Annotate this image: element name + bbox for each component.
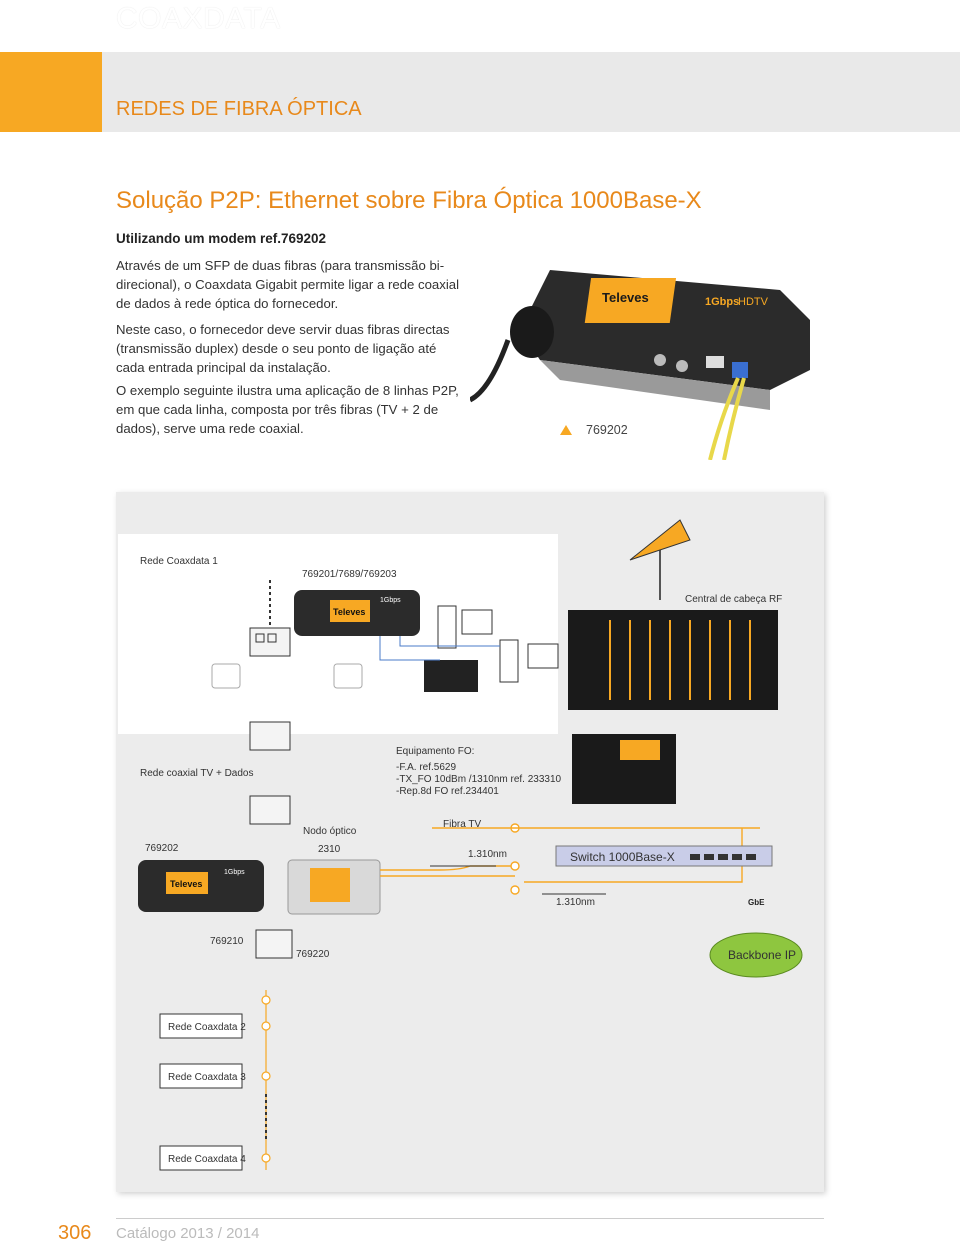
- label-switch: Switch 1000Base-X: [570, 850, 675, 864]
- label-fibra-tv: Fibra TV: [443, 819, 481, 830]
- switch-box: [555, 845, 773, 867]
- backbone-cloud: [709, 932, 803, 978]
- brand-title: COAXDATA: [116, 2, 281, 35]
- footer-rule: [116, 1218, 824, 1219]
- label-nm-2: 1.310nm: [556, 897, 595, 908]
- modem-cap: [510, 306, 554, 358]
- modem-bottom-brand: Televes: [170, 879, 202, 889]
- label-769220: 769220: [296, 949, 330, 960]
- splitter-mid-1: [249, 721, 291, 751]
- label-equip-title: Equipamento FO:: [396, 746, 474, 757]
- rede-box-4: [159, 1145, 243, 1171]
- splitter-mid-2: [249, 795, 291, 825]
- label-equip-1: -F.A. ref.5629: [396, 762, 456, 773]
- sfp-port: [732, 362, 748, 378]
- headend-rack-top: [568, 610, 778, 710]
- modem-brand-text: Televes: [602, 290, 649, 305]
- label-headend: Central de cabeça RF: [685, 594, 782, 605]
- modem-speed-text: 1Gbps: [705, 296, 739, 308]
- monitor-2: [527, 643, 559, 669]
- subtitle: Utilizando um modem ref.769202: [116, 231, 327, 246]
- caption-triangle-icon: [560, 425, 572, 435]
- top-bar: [0, 0, 960, 52]
- label-rede-4: Rede Coaxdata 4: [168, 1154, 246, 1165]
- label-rede-coaxial: Rede coaxial TV + Dados: [140, 768, 254, 779]
- photo-caption-text: 769202: [586, 423, 628, 437]
- wall-outlet-2: [333, 663, 363, 689]
- fiber-riser: [261, 990, 271, 1170]
- modem-top-speed: 1Gbps: [380, 597, 401, 604]
- label-rede-2: Rede Coaxdata 2: [168, 1022, 246, 1033]
- monitor-1: [461, 609, 493, 635]
- label-769210: 769210: [210, 936, 244, 947]
- modem-hdtv-text: HDTV: [738, 296, 769, 308]
- photo-caption: 769202: [560, 423, 628, 437]
- pc-tower-1: [437, 605, 457, 649]
- pc-tower-2: [499, 639, 519, 683]
- label-nm-1: 1.310nm: [468, 849, 507, 860]
- fiber-bundle: [380, 823, 760, 895]
- label-models: 769201/7689/769203: [302, 569, 397, 580]
- paragraph-2: Neste caso, o fornecedor deve servir dua…: [116, 322, 450, 375]
- section-accent-block: [0, 52, 102, 132]
- f-connector-2: [676, 360, 688, 372]
- power-cable: [470, 339, 511, 403]
- section-title: REDES DE FIBRA ÓPTICA: [116, 98, 362, 120]
- paragraph-3: O exemplo seguinte ilustra uma aplicação…: [116, 383, 459, 436]
- splitter-top-1: [249, 627, 291, 657]
- label-rede-1: Rede Coaxdata 1: [140, 556, 218, 567]
- label-gbe: GbE: [748, 898, 765, 907]
- modem-top-brand: Televes: [333, 607, 365, 617]
- label-backbone: Backbone IP: [728, 948, 796, 962]
- satellite-dish: [629, 519, 691, 600]
- f-connector-1: [654, 354, 666, 366]
- catalog-label: Catálogo 2013 / 2014: [116, 1225, 260, 1242]
- rede-box-2: [159, 1013, 243, 1039]
- link-blue-2: [399, 636, 500, 647]
- optical-node: [287, 859, 381, 915]
- label-rede-3: Rede Coaxdata 3: [168, 1072, 246, 1083]
- modem-label: [584, 278, 677, 323]
- fiber-cable-2: [722, 377, 746, 460]
- splitter-bottom: [255, 929, 293, 959]
- label-nodo: Nodo óptico: [303, 826, 357, 837]
- link-blue-1: [379, 636, 440, 661]
- headend-rack-bottom: [572, 734, 676, 804]
- section-band: [102, 52, 960, 132]
- modem-photo: Televes 1Gbps HDTV: [470, 270, 810, 460]
- label-equip-3: -Rep.8d FO ref.234401: [396, 786, 499, 797]
- tv-icon: [424, 660, 478, 692]
- label-equip-2: -TX_FO 10dBm /1310nm ref. 233310: [396, 774, 562, 785]
- modem-top: Televes 1Gbps: [294, 590, 420, 636]
- modem-base: [540, 360, 770, 410]
- wall-outlet-1: [211, 663, 241, 689]
- switch-ports-icon: [690, 854, 756, 860]
- modem-bottom-speed: 1Gbps: [224, 869, 245, 876]
- page-title: Solução P2P: Ethernet sobre Fibra Óptica…: [116, 187, 702, 214]
- label-modem-ref: 769202: [145, 843, 179, 854]
- paragraph-1: Através de um SFP de duas fibras (para t…: [116, 258, 460, 311]
- modem-bottom: Televes 1Gbps: [138, 860, 264, 912]
- fiber-cable-1: [708, 377, 740, 460]
- label-nodo-ref: 2310: [318, 844, 341, 855]
- rede-box-3: [159, 1063, 243, 1089]
- ethernet-port: [706, 356, 724, 368]
- page-number: 306: [58, 1222, 92, 1244]
